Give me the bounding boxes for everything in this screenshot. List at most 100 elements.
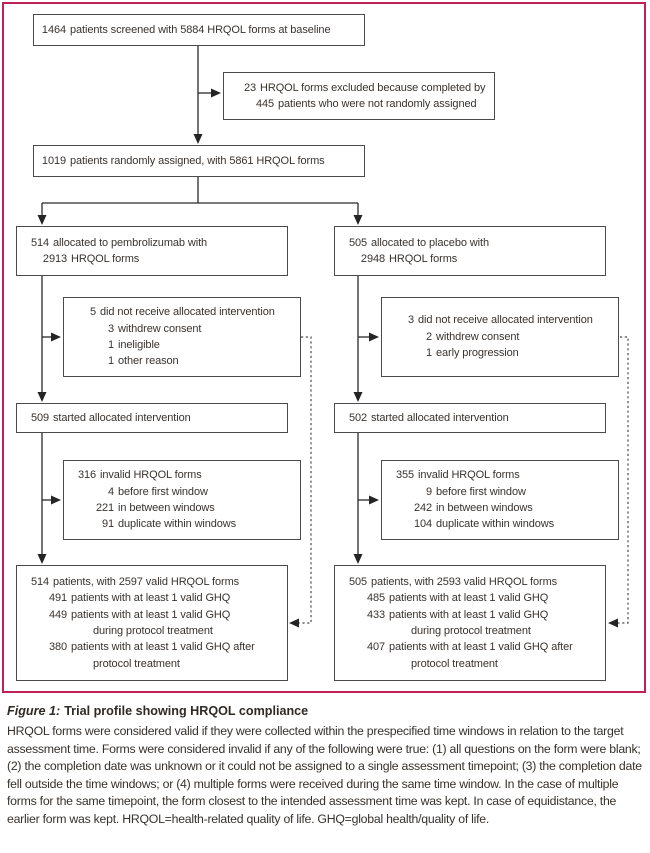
line-text: started allocated intervention <box>53 411 191 424</box>
line-text: allocated to pembrolizumab with <box>53 236 208 249</box>
box-line: 221 in between windows <box>70 500 294 516</box>
line-number: 5 <box>89 306 96 319</box>
box-line: 242 in between windows <box>388 500 612 516</box>
box-line: during protocol treatment <box>23 623 281 639</box>
line-number: 514 <box>30 575 49 588</box>
line-text: patients with at least 1 valid GHQ <box>71 608 231 621</box>
figure-caption: Figure 1:Trial profile showing HRQOL com… <box>7 703 645 828</box>
line-text: patients who were not randomly assigned <box>278 98 477 110</box>
line-number: 2913 <box>42 253 67 265</box>
box-line: 449 patients with at least 1 valid GHQ <box>23 607 281 623</box>
line-text: allocated to placebo with <box>371 236 489 249</box>
box-line: 91 duplicate within windows <box>70 516 294 532</box>
line-number: 9 <box>425 485 432 498</box>
line-text: did not receive allocated intervention <box>100 306 275 319</box>
caption-title-text: Trial profile showing HRQOL compliance <box>64 704 309 718</box>
line-text: early progression <box>436 347 519 360</box>
box-line: 1019 patients randomly assigned, with 586… <box>40 153 358 169</box>
line-text: duplicate within windows <box>436 518 555 531</box>
line-number <box>23 623 89 639</box>
line-number: 407 <box>366 641 385 654</box>
line-number: 449 <box>48 608 67 621</box>
line-text: patients randomly assigned, with 5861 HR… <box>70 154 325 167</box>
box-line: 2913 HRQOL forms <box>23 251 281 267</box>
box-line: protocol treatment <box>341 656 599 672</box>
line-number: 3 <box>107 322 114 335</box>
line-number: 505 <box>348 575 367 588</box>
line-number: 514 <box>30 236 49 249</box>
line-number: 1 <box>107 339 114 351</box>
line-number: 433 <box>366 608 385 621</box>
line-text: patients with at least 1 valid GHQ <box>71 592 231 605</box>
line-text: other reason <box>118 355 179 368</box>
line-number: 1019 <box>41 154 66 167</box>
line-number: 316 <box>77 469 96 482</box>
line-text: patients with at least 1 valid GHQ after <box>389 641 573 654</box>
line-text: protocol treatment <box>93 657 180 670</box>
line-number: 502 <box>348 411 367 424</box>
line-text: started allocated intervention <box>371 411 509 424</box>
box-randomized: 1019 patients randomly assigned, with 586… <box>33 145 365 177</box>
box-line: protocol treatment <box>23 656 281 672</box>
box-line: during protocol treatment <box>341 623 599 639</box>
line-text: patients with at least 1 valid GHQ <box>389 592 549 605</box>
line-number: 485 <box>366 592 385 605</box>
line-number: 355 <box>395 469 414 482</box>
box-line: 1 early progression <box>388 345 612 361</box>
caption-body: HRQOL forms were considered valid if the… <box>7 724 642 826</box>
line-number: 1464 <box>41 23 66 36</box>
box-line: 1 ineligible <box>70 337 294 353</box>
line-text: withdrew consent <box>436 330 520 343</box>
line-text: withdrew consent <box>118 322 202 335</box>
line-number: 509 <box>30 411 49 424</box>
line-number: 104 <box>413 518 432 531</box>
line-number <box>23 656 89 672</box>
line-number: 23 <box>243 81 256 94</box>
line-text: in between windows <box>118 502 215 514</box>
box-line: 509 started allocated intervention <box>23 410 281 426</box>
line-text: patients with at least 1 valid GHQ after <box>71 641 255 654</box>
line-number: 242 <box>413 502 432 514</box>
box-line: 104 duplicate within windows <box>388 516 612 532</box>
box-line: 5 did not receive allocated intervention <box>70 304 294 320</box>
box-started-pembrolizumab: 509 started allocated intervention <box>16 403 288 433</box>
line-text: invalid HRQOL forms <box>100 469 202 482</box>
line-number: 91 <box>101 518 114 531</box>
figure-label: Figure 1: <box>7 704 61 718</box>
box-line: 3 withdrew consent <box>70 321 294 337</box>
line-text: during protocol treatment <box>93 625 213 637</box>
line-text: in between windows <box>436 502 533 514</box>
box-line: 316 invalid HRQOL forms <box>70 467 294 483</box>
line-text: before first window <box>118 485 208 498</box>
line-number: 2948 <box>360 253 385 265</box>
box-line: 407 patients with at least 1 valid GHQ af… <box>341 639 599 655</box>
box-line: 502 started allocated intervention <box>341 410 599 426</box>
line-number: 221 <box>95 502 114 514</box>
line-number <box>341 656 407 672</box>
line-text: ineligible <box>118 339 160 351</box>
line-number: 1 <box>425 347 432 360</box>
line-text: during protocol treatment <box>411 625 531 637</box>
line-text: duplicate within windows <box>118 518 237 531</box>
line-text: HRQOL forms <box>71 253 140 265</box>
line-text: did not receive allocated intervention <box>418 314 593 327</box>
box-line: 485 patients with at least 1 valid GHQ <box>341 590 599 606</box>
line-number: 1 <box>107 355 114 368</box>
